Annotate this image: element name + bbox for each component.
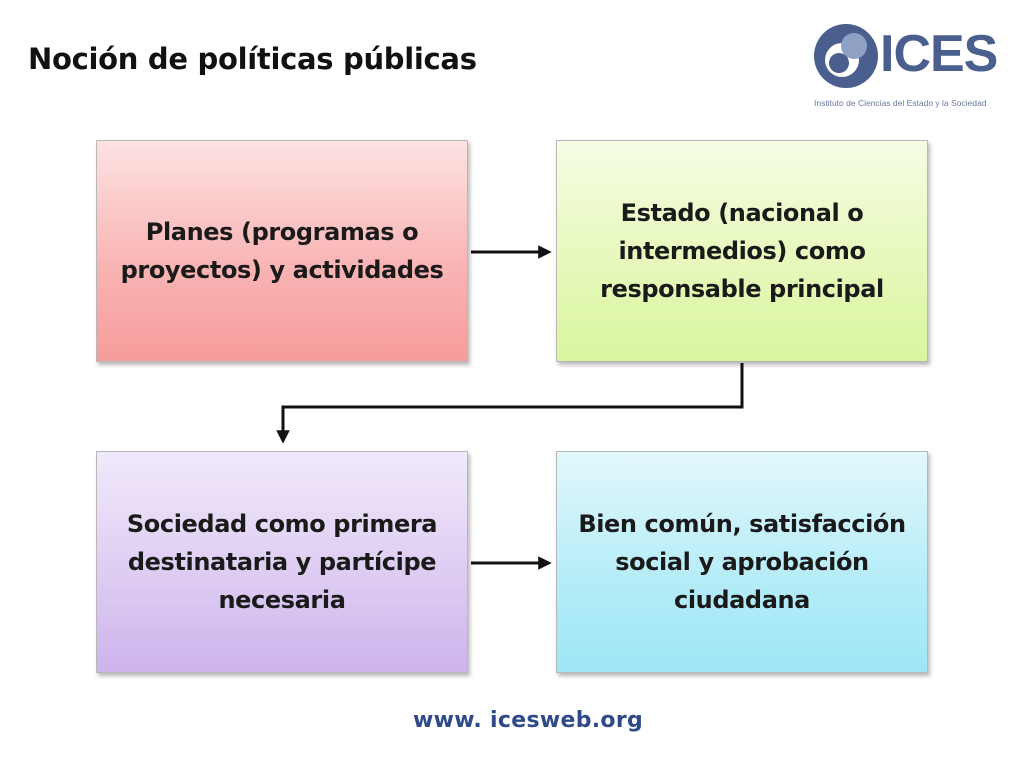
ices-logo: ICES Instituto de Ciencias del Estado y … xyxy=(812,22,998,112)
logo-tagline: Instituto de Ciencias del Estado y la So… xyxy=(814,98,987,108)
footer-url-text[interactable]: www. icesweb.org xyxy=(412,708,644,733)
logo-name: ICES xyxy=(880,25,998,83)
slide-title: Noción de políticas públicas xyxy=(28,42,477,76)
node-sociedad-text: Sociedad como primera destinataria y par… xyxy=(126,510,438,614)
node-estado: Estado (nacional o intermedios) como res… xyxy=(556,140,928,362)
node-estado-text: Estado (nacional o intermedios) como res… xyxy=(600,199,884,303)
arrow-estado-to-sociedad xyxy=(276,363,744,444)
footer-url[interactable]: www. icesweb.org xyxy=(0,708,1024,733)
node-sociedad: Sociedad como primera destinataria y par… xyxy=(96,451,468,673)
node-bien-comun-text: Bien común, satisfacción social y aproba… xyxy=(578,510,906,614)
node-planes-text: Planes (programas o proyectos) y activid… xyxy=(120,218,444,284)
node-planes: Planes (programas o proyectos) y activid… xyxy=(96,140,468,362)
node-bien-comun: Bien común, satisfacción social y aproba… xyxy=(556,451,928,673)
ices-logo-icon xyxy=(814,24,878,88)
